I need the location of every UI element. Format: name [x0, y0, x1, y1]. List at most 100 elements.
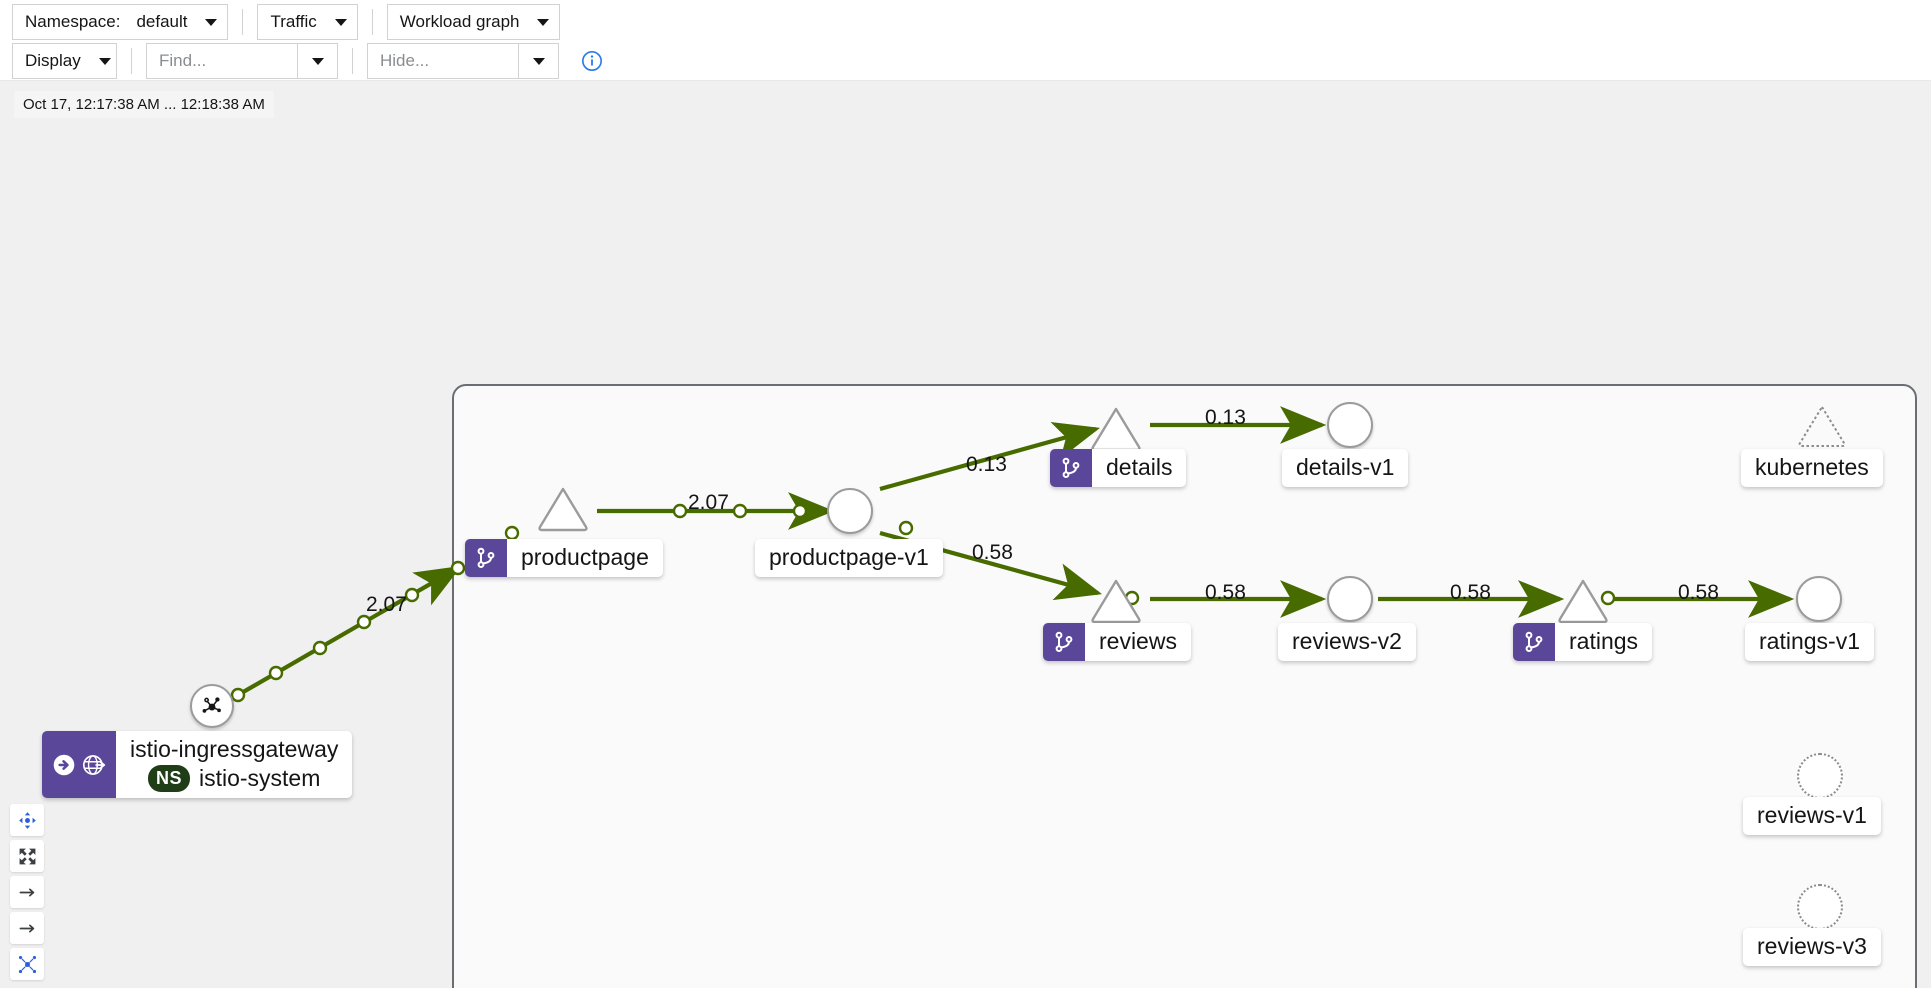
chevron-down-icon — [98, 57, 111, 65]
details-badge — [1050, 449, 1092, 488]
edge-layer — [230, 406, 1795, 703]
service-triangle-shape[interactable] — [1557, 578, 1609, 624]
node-label-details-service[interactable]: details — [1050, 449, 1187, 488]
node-reviews-service[interactable] — [1090, 578, 1142, 629]
find-input-placeholder: Find... — [159, 51, 207, 70]
graph-controls — [10, 804, 44, 980]
ingressgateway-namespace: istio-system — [198, 765, 321, 792]
virtual-service-icon — [477, 547, 495, 569]
idle-workload-circle-shape[interactable] — [1797, 884, 1843, 930]
hide-input[interactable]: Hide... — [367, 43, 559, 79]
virtual-service-icon — [1055, 631, 1073, 653]
find-dropdown-button[interactable] — [297, 44, 337, 78]
reviews-v3-text: reviews-v3 — [1757, 933, 1867, 959]
service-triangle-shape[interactable] — [537, 486, 589, 532]
graph-canvas[interactable]: Oct 17, 12:17:38 AM ... 12:18:38 AM — [0, 80, 1931, 988]
node-reviews-v2[interactable] — [1327, 576, 1373, 622]
topology-icon — [18, 955, 36, 973]
zoom-in-button[interactable] — [10, 876, 44, 908]
node-label-ratings-service[interactable]: ratings — [1513, 623, 1653, 662]
ingressgateway-text: istio-ingressgateway NS istio-system — [116, 731, 352, 798]
display-menu-label: Display — [25, 51, 81, 70]
ratings-v1-text: ratings-v1 — [1759, 628, 1860, 654]
namespace-select[interactable]: Namespace: default — [12, 4, 229, 40]
expand-arrows-icon — [19, 848, 35, 864]
namespace-select-value: default — [136, 12, 188, 31]
toolbar-divider-2 — [371, 9, 373, 35]
chevron-down-icon — [532, 57, 545, 65]
arrow-right-icon — [19, 924, 34, 932]
node-label-kubernetes[interactable]: kubernetes — [1741, 449, 1883, 488]
edge-v1-to-details[interactable] — [879, 422, 1101, 492]
ingressgateway-namespace-row: NS istio-system — [147, 765, 321, 793]
hide-dropdown-button[interactable] — [518, 44, 558, 78]
display-menu-button[interactable]: Display — [12, 43, 117, 79]
ns-pill-badge: NS — [147, 765, 190, 793]
node-label-productpage-v1[interactable]: productpage-v1 — [755, 539, 943, 578]
ingressgateway-name: istio-ingressgateway — [130, 736, 339, 762]
ratings-badge — [1513, 623, 1555, 662]
idle-service-triangle-shape[interactable] — [1796, 403, 1848, 449]
virtual-service-icon — [1062, 457, 1080, 479]
node-istio-ingressgateway[interactable] — [190, 684, 234, 728]
kubernetes-text: kubernetes — [1755, 454, 1869, 480]
zoom-out-button[interactable] — [10, 912, 44, 944]
node-reviews-v1[interactable] — [1797, 753, 1843, 799]
workload-circle-shape[interactable] — [1327, 402, 1373, 448]
node-label-istio-ingressgateway[interactable]: istio-ingressgateway NS istio-system — [42, 731, 353, 799]
time-range-label: Oct 17, 12:17:38 AM ... 12:18:38 AM — [14, 91, 274, 118]
node-label-ratings-v1[interactable]: ratings-v1 — [1745, 623, 1874, 662]
node-productpage-service[interactable] — [537, 486, 589, 537]
chevron-down-icon — [311, 57, 324, 65]
edge-label-ingress-productpage: 2.07 — [366, 593, 407, 616]
idle-workload-circle-shape[interactable] — [1797, 753, 1843, 799]
reviews-v1-text: reviews-v1 — [1757, 802, 1867, 828]
workload-circle-shape[interactable] — [827, 488, 873, 534]
toolbar-divider-4 — [352, 48, 353, 74]
gateway-globe-icon — [83, 754, 106, 775]
node-productpage-v1[interactable] — [827, 488, 873, 534]
mesh-nodes-icon — [202, 697, 221, 713]
ingressgateway-badges — [42, 731, 116, 799]
workload-circle-shape[interactable] — [1327, 576, 1373, 622]
edge-label-v1-details: 0.13 — [966, 453, 1007, 476]
toolbar-divider-1 — [242, 9, 244, 35]
node-ratings-service[interactable] — [1557, 578, 1609, 629]
traffic-select-label: Traffic — [270, 12, 317, 31]
hide-input-placeholder: Hide... — [380, 51, 430, 70]
layout-toggle-button[interactable] — [10, 948, 44, 980]
node-label-details-v1[interactable]: details-v1 — [1282, 449, 1409, 488]
node-reviews-v3[interactable] — [1797, 884, 1843, 930]
node-label-reviews-v3[interactable]: reviews-v3 — [1743, 928, 1881, 967]
node-label-reviews-v2[interactable]: reviews-v2 — [1278, 623, 1416, 662]
productpage-service-text: productpage — [521, 544, 649, 570]
workload-circle-shape[interactable] — [1796, 576, 1842, 622]
ratings-service-text: ratings — [1569, 628, 1639, 654]
node-label-reviews-v1[interactable]: reviews-v1 — [1743, 797, 1881, 836]
node-kubernetes[interactable] — [1796, 403, 1848, 454]
namespace-select-label: Namespace: — [25, 12, 121, 31]
edge-label-ratings-v1: 0.58 — [1678, 581, 1719, 604]
service-triangle-shape[interactable] — [1090, 406, 1142, 452]
productpage-badge — [465, 539, 507, 578]
edge-label-reviews-v2: 0.58 — [1205, 581, 1246, 604]
arrow-right-icon — [19, 888, 34, 896]
edge-label-productpage-v1: 2.07 — [688, 491, 729, 514]
graph-type-select[interactable]: Workload graph — [386, 4, 561, 40]
move-arrows-icon — [18, 811, 36, 829]
productpage-v1-text: productpage-v1 — [769, 544, 929, 570]
node-ratings-v1[interactable] — [1796, 576, 1842, 622]
toolbar-divider-3 — [131, 48, 132, 74]
find-input[interactable]: Find... — [146, 43, 338, 79]
node-label-productpage-service[interactable]: productpage — [465, 539, 663, 578]
pan-tool-button[interactable] — [10, 804, 44, 836]
info-circle-icon[interactable] — [581, 50, 603, 72]
traffic-select[interactable]: Traffic — [257, 4, 358, 40]
service-triangle-shape[interactable] — [1090, 578, 1142, 624]
secondary-toolbar: Display Find... Hide... — [0, 40, 1931, 80]
node-details-v1[interactable] — [1327, 402, 1373, 448]
fit-to-screen-button[interactable] — [10, 840, 44, 872]
node-label-reviews-service[interactable]: reviews — [1043, 623, 1191, 662]
graph-type-select-label: Workload graph — [399, 12, 520, 31]
ingressgateway-shape[interactable] — [190, 684, 234, 728]
